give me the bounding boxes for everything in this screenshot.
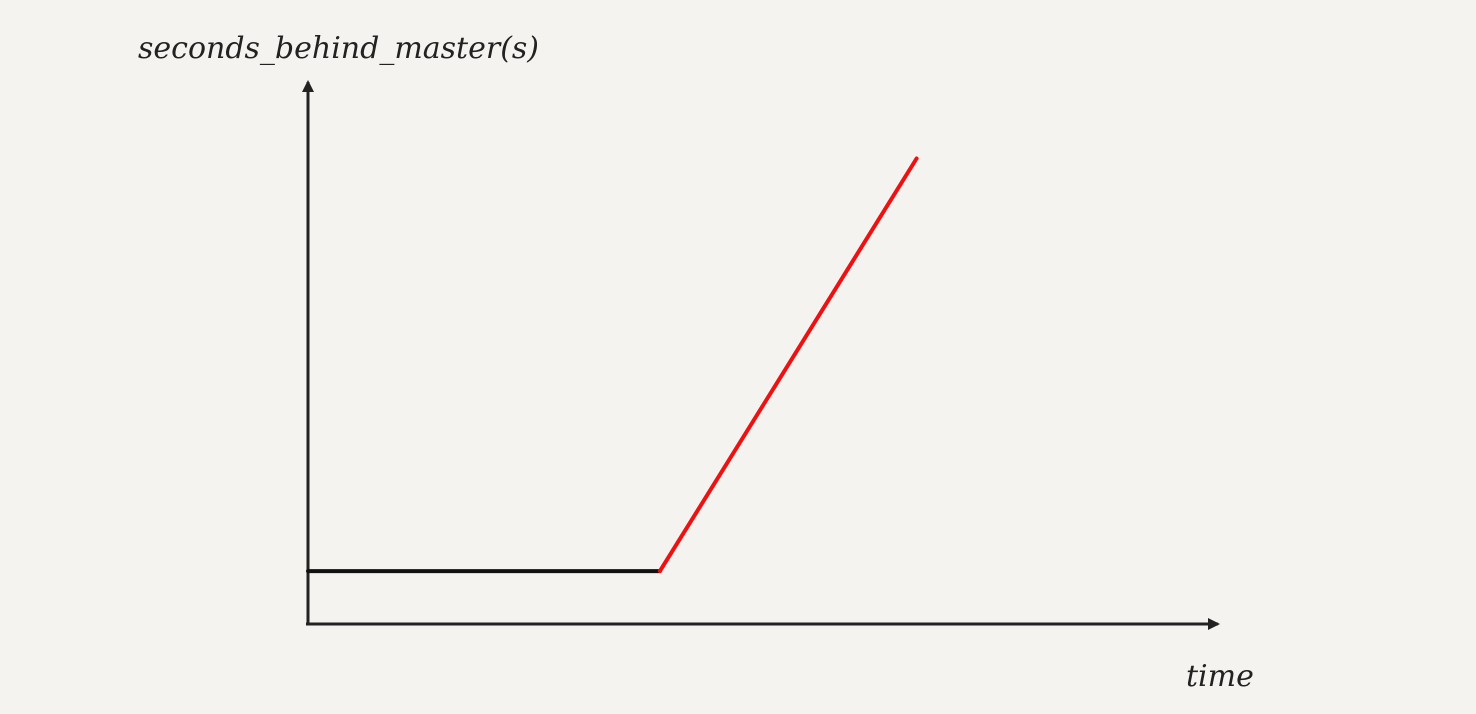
y-axis-label: seconds_behind_master(s) <box>138 31 539 66</box>
series-layer <box>306 156 919 574</box>
x-axis-label: time <box>1186 659 1254 694</box>
series-line-2 <box>657 156 919 574</box>
